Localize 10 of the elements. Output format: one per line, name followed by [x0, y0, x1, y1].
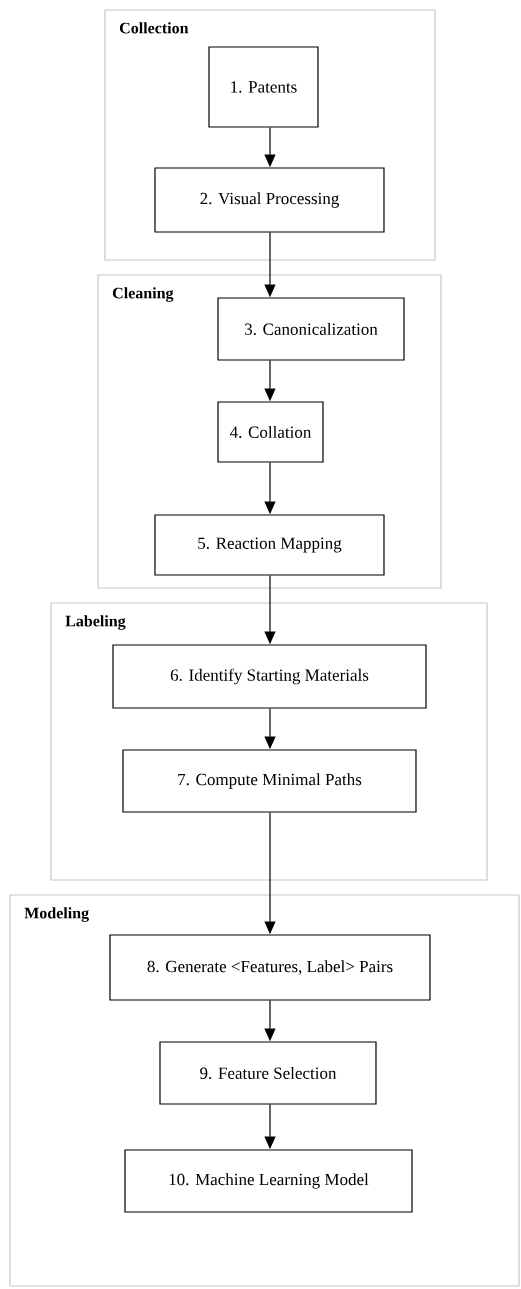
process-box: 3. Canonicalization [217, 297, 405, 361]
process-box: 2. Visual Processing [154, 167, 385, 233]
process-box: 7. Compute Minimal Paths [122, 749, 417, 813]
process-box: 8. Generate <Features, Label> Pairs [109, 934, 431, 1001]
process-box: 10. Machine Learning Model [124, 1149, 413, 1213]
process-box: 6. Identify Starting Materials [112, 644, 427, 709]
process-box: 1. Patents [208, 46, 319, 128]
process-box: 9. Feature Selection [159, 1041, 377, 1105]
process-box: 4. Collation [217, 401, 324, 463]
process-box: 5. Reaction Mapping [154, 514, 385, 576]
